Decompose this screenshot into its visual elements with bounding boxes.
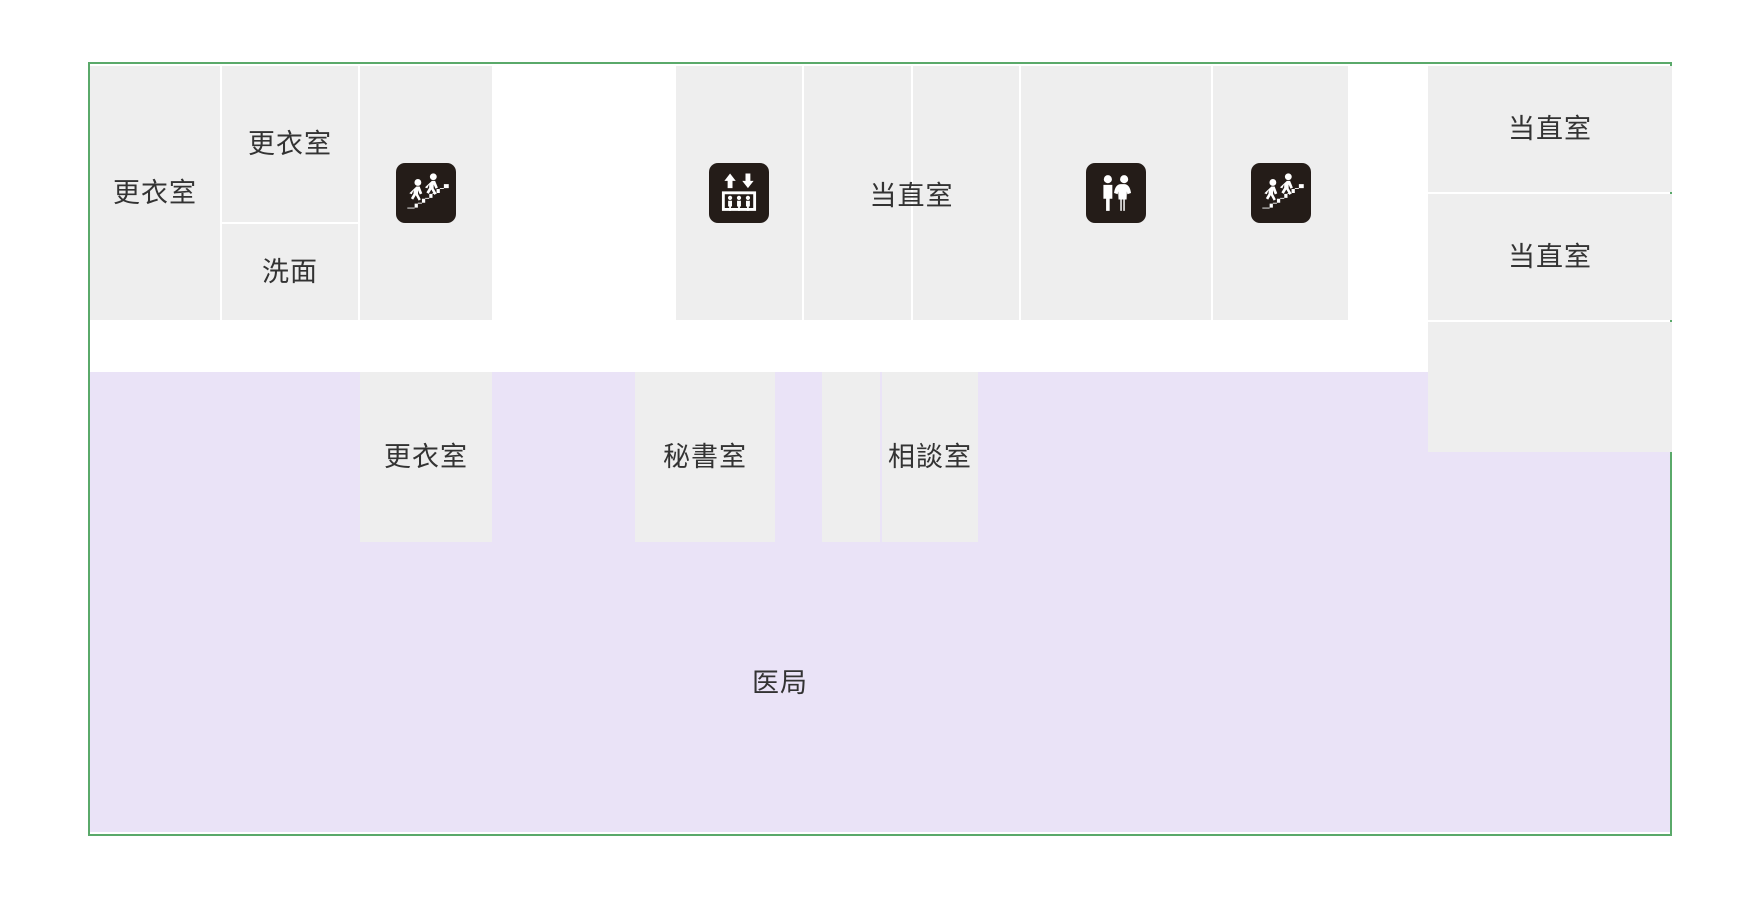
room-secretary-label: 秘書室 (663, 441, 747, 472)
room-locker-1-label: 更衣室 (113, 177, 197, 208)
stairs-icon[interactable] (1250, 163, 1311, 223)
restroom-icon-box[interactable] (1021, 66, 1211, 320)
stairs-icon-west-box[interactable] (360, 66, 492, 320)
room-oncall-center[interactable] (804, 66, 911, 320)
room-locker-lower[interactable]: 更衣室 (360, 372, 492, 542)
stairs-icon[interactable] (396, 163, 456, 223)
room-east-unlabeled[interactable] (1428, 322, 1672, 452)
room-secretary[interactable]: 秘書室 (635, 372, 775, 542)
elevator-icon-box[interactable] (676, 66, 802, 320)
room-washroom[interactable]: 洗面 (222, 224, 358, 320)
room-consultation-label: 相談室 (888, 441, 972, 472)
room-oncall-east-1-label: 当直室 (1508, 113, 1592, 144)
stairs-icon-east-box[interactable] (1213, 66, 1348, 320)
room-locker-1[interactable]: 更衣室 (90, 66, 220, 320)
room-consultation[interactable]: 相談室 (882, 372, 978, 542)
hall-doctors-office-area[interactable] (88, 372, 1672, 832)
room-locker-2-label: 更衣室 (248, 128, 332, 159)
room-washroom-label: 洗面 (262, 256, 318, 287)
room-lower-unlabeled[interactable] (822, 372, 880, 542)
room-oncall-east-1[interactable]: 当直室 (1428, 66, 1672, 192)
room-oncall-center-annex[interactable] (913, 66, 1019, 320)
restroom-icon[interactable] (1086, 163, 1146, 223)
room-locker-2[interactable]: 更衣室 (222, 66, 358, 222)
room-oncall-east-2[interactable]: 当直室 (1428, 194, 1672, 320)
room-oncall-east-2-label: 当直室 (1508, 241, 1592, 272)
elevator-icon[interactable] (709, 163, 769, 223)
room-locker-lower-label: 更衣室 (384, 441, 468, 472)
